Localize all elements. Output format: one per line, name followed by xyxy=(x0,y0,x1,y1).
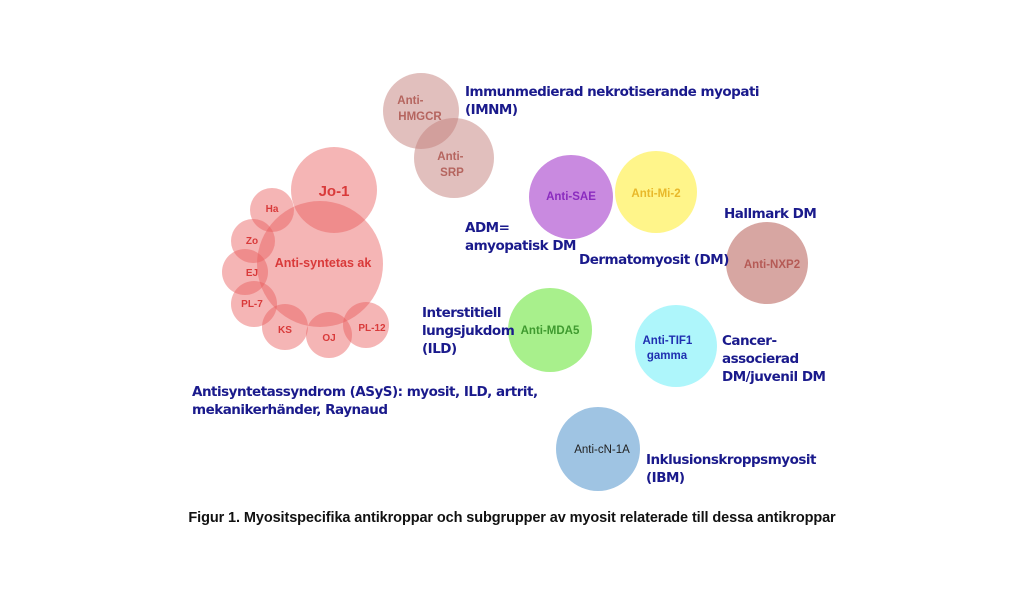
circle-mda5 xyxy=(508,288,592,372)
antibody-label-tif1: Anti-TIF1 gamma xyxy=(642,335,695,362)
tif1-line-2: gamma xyxy=(647,350,688,362)
label-hallmark-dm: Hallmark DM xyxy=(724,206,817,222)
label-dermatomyositis: Dermatomyosit (DM) xyxy=(579,252,729,268)
circle-ks xyxy=(262,304,308,350)
label-ild: Interstitiell lungsjukdom (ILD) xyxy=(422,305,515,357)
srp-line-1: Anti- xyxy=(437,151,463,163)
antibody-label-zo: Zo xyxy=(246,236,258,247)
label-cancer-associated-dm: Cancer- associerad DM/juvenil DM xyxy=(722,333,826,385)
antibody-label-jo1: Jo-1 xyxy=(319,183,350,200)
circle-zo xyxy=(231,219,275,263)
antibody-label-pl12: PL-12 xyxy=(358,323,386,334)
hmgcr-line-1: Anti- xyxy=(397,95,423,107)
antibody-label-mda5: Anti-MDA5 xyxy=(521,325,580,337)
circle-ha xyxy=(250,188,294,232)
srp-line-2: SRP xyxy=(440,167,464,179)
circle-oj xyxy=(306,312,352,358)
figure-caption: Figur 1. Myositspecifika antikroppar och… xyxy=(188,510,836,526)
circle-cn1a xyxy=(556,407,640,491)
circle-ej xyxy=(222,249,268,295)
imnm-cluster: Anti- HMGCR Anti- SRP xyxy=(383,73,494,198)
antibody-label-sae: Anti-SAE xyxy=(546,191,596,203)
circle-antisynthetase xyxy=(257,201,383,327)
antibody-label-cn1a: Anti-cN-1A xyxy=(574,444,630,456)
antibody-label-oj: OJ xyxy=(322,333,335,344)
circle-jo1 xyxy=(291,147,377,233)
antibody-label-ej: EJ xyxy=(246,268,258,279)
antibody-label-nxp2: Anti-NXP2 xyxy=(744,259,800,271)
antibody-label-antisynthetase: Anti-syntetas ak xyxy=(275,256,372,270)
antibody-label-srp: Anti- SRP xyxy=(437,151,466,179)
circle-pl12 xyxy=(343,302,389,348)
circle-srp xyxy=(414,118,494,198)
hmgcr-line-2: HMGCR xyxy=(398,111,442,123)
circle-pl7 xyxy=(231,281,277,327)
tif1-line-1: Anti-TIF1 xyxy=(642,335,692,347)
circle-nxp2 xyxy=(726,222,808,304)
antibody-label-ks: KS xyxy=(278,325,292,336)
circle-sae xyxy=(529,155,613,239)
label-imnm: Immunmedierad nekrotiserande myopati (IM… xyxy=(465,84,760,118)
antibody-label-pl7: PL-7 xyxy=(241,299,263,310)
circle-tif1 xyxy=(635,305,717,387)
antibody-label-mi2: Anti-Mi-2 xyxy=(631,188,680,200)
antibody-label-ha: Ha xyxy=(266,204,279,215)
antisynthetase-cluster: Jo-1 Anti-syntetas ak Ha Zo EJ PL-7 KS O… xyxy=(222,147,389,358)
label-ibm: Inklusionskroppsmyosit (IBM) xyxy=(646,452,816,486)
antibody-label-hmgcr: Anti- HMGCR xyxy=(397,95,442,123)
label-adm: ADM= amyopatisk DM xyxy=(465,220,576,254)
label-antisynthetase-syndrome: Antisyntetassyndrom (ASyS): myosit, ILD,… xyxy=(192,384,538,418)
circle-mi2 xyxy=(615,151,697,233)
